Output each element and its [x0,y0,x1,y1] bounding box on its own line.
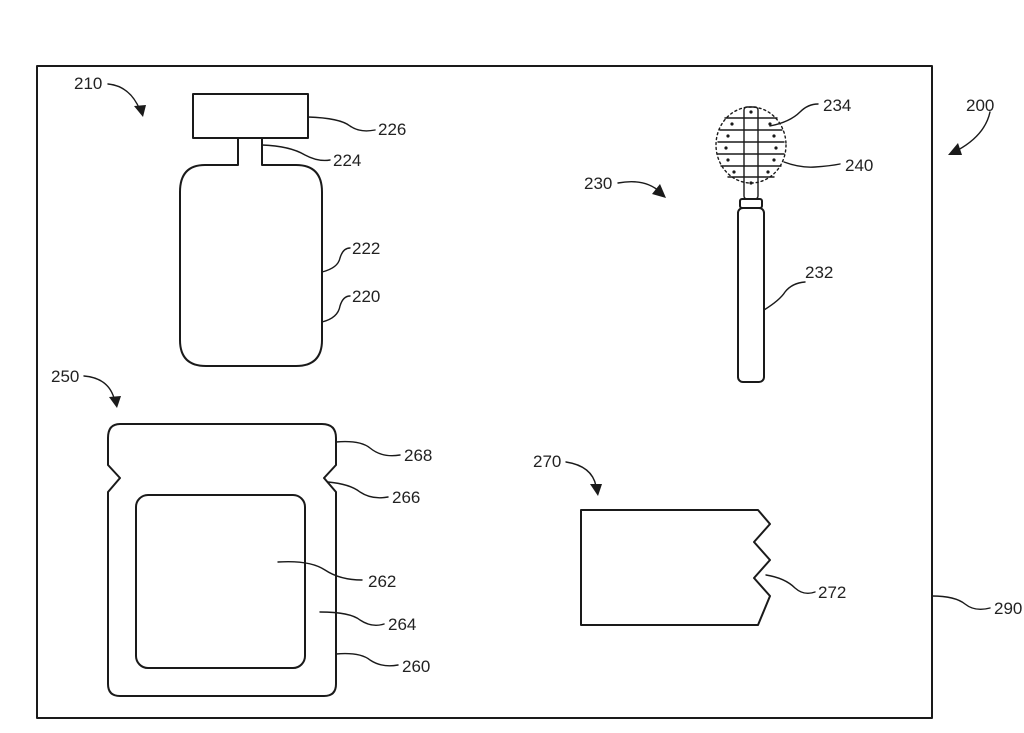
label-226: 226 [378,120,406,139]
label-268: 268 [404,446,432,465]
label-264: 264 [388,615,416,634]
leader-lines [83,83,991,667]
reference-labels: 210 226 224 222 220 230 234 240 232 200 … [51,74,1022,676]
bottle-cap [192,93,309,139]
bottle-neck-and-body [179,137,323,367]
label-200: 200 [966,96,994,115]
applicator-ferrule [739,198,763,209]
pouch-window [135,494,306,669]
applicator [715,106,787,383]
card [580,509,771,626]
label-224: 224 [333,151,361,170]
label-290: 290 [994,599,1022,618]
label-232: 232 [805,263,833,282]
label-210: 210 [74,74,102,93]
applicator-handle [737,207,765,383]
label-266: 266 [392,488,420,507]
label-262: 262 [368,572,396,591]
label-240: 240 [845,156,873,175]
bottle [179,93,323,367]
pouch-outer [107,423,337,697]
label-272: 272 [818,583,846,602]
label-270: 270 [533,452,561,471]
label-230: 230 [584,174,612,193]
pouch [107,423,337,697]
label-260: 260 [402,657,430,676]
applicator-core [743,106,759,200]
label-222: 222 [352,239,380,258]
label-234: 234 [823,96,851,115]
enclosure-frame [36,65,933,719]
label-220: 220 [352,287,380,306]
label-250: 250 [51,367,79,386]
bristles [717,110,785,185]
